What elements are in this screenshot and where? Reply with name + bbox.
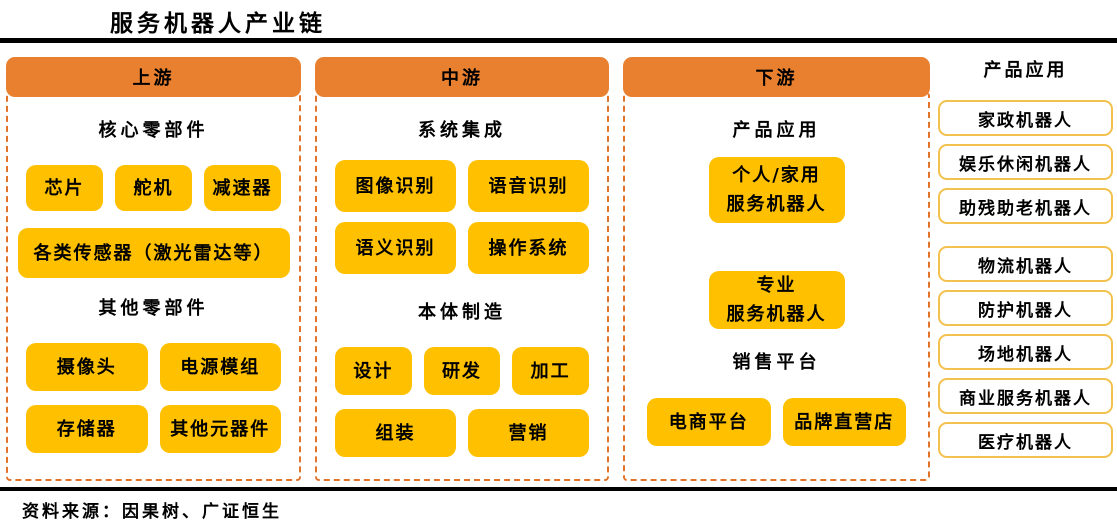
chain-box-storage: 存储器 — [26, 405, 148, 453]
chain-box-camera: 摄像头 — [26, 343, 148, 391]
chain-row: 电商平台 品牌直营店 — [625, 398, 928, 446]
section-label-sales-platform: 销售平台 — [732, 352, 821, 373]
chain-box-image-recognition: 图像识别 — [335, 160, 456, 212]
app-box-medical-robot: 医疗机器人 — [938, 422, 1113, 458]
section-label-core-components: 核心零部件 — [98, 120, 209, 141]
app-box-field-robot: 场地机器人 — [938, 334, 1113, 370]
column-upstream-body: 核心零部件 芯片 舵机 减速器 各类传感器（激光雷达等） 其他零部件 摄像头 电… — [6, 92, 301, 481]
app-box-assistance-robot: 助残助老机器人 — [938, 188, 1113, 224]
column-downstream: 下游 产品应用 个人/家用 服务机器人 专业 服务机器人 销售平台 电商平台 品… — [623, 57, 930, 481]
column-downstream-header: 下游 — [623, 57, 930, 97]
section-label-body-manufacturing: 本体制造 — [418, 302, 506, 323]
app-box-protection-robot: 防护机器人 — [938, 290, 1113, 326]
source-note: 资料来源：因果树、广证恒生 — [22, 502, 282, 522]
chain-row: 设计 研发 加工 — [317, 347, 607, 395]
chain-box-chip: 芯片 — [26, 165, 103, 211]
chain-box-ecommerce-platform: 电商平台 — [647, 398, 771, 446]
chain-box-speech-recognition: 语音识别 — [468, 160, 589, 212]
column-upstream: 上游 核心零部件 芯片 舵机 减速器 各类传感器（激光雷达等） 其他零部件 摄像… — [6, 57, 301, 481]
chain-box-processing: 加工 — [512, 347, 590, 395]
chain-box-marketing: 营销 — [468, 409, 589, 457]
chain-row: 存储器 其他元器件 — [8, 405, 299, 453]
chain-box-brand-store: 品牌直营店 — [782, 398, 906, 446]
applications-header: 产品应用 — [983, 60, 1068, 81]
chain-box-semantic-recognition: 语义识别 — [335, 222, 456, 274]
chain-columns: 上游 核心零部件 芯片 舵机 减速器 各类传感器（激光雷达等） 其他零部件 摄像… — [6, 57, 930, 481]
top-divider — [0, 38, 1117, 43]
chain-box-reducer: 减速器 — [204, 165, 281, 211]
chain-box-operating-system: 操作系统 — [468, 222, 589, 274]
section-label-other-components: 其他零部件 — [98, 298, 209, 319]
chain-box-servo: 舵机 — [115, 165, 192, 211]
section-label-system-integration: 系统集成 — [418, 120, 506, 141]
chain-box-design: 设计 — [335, 347, 412, 395]
column-downstream-body: 产品应用 个人/家用 服务机器人 专业 服务机器人 销售平台 电商平台 品牌直营… — [623, 92, 930, 481]
chain-row: 芯片 舵机 减速器 — [8, 165, 299, 211]
app-box-entertainment-robot: 娱乐休闲机器人 — [938, 144, 1113, 180]
chain-row: 语义识别 操作系统 — [317, 222, 607, 274]
chain-box-assembly: 组装 — [335, 409, 456, 457]
column-midstream-header: 中游 — [315, 57, 609, 97]
figure-title: 服务机器人产业链 — [110, 10, 326, 37]
chain-box-sensors: 各类传感器（激光雷达等） — [17, 228, 290, 278]
app-box-housekeeping-robot: 家政机器人 — [938, 100, 1113, 136]
chain-row: 摄像头 电源模组 — [8, 343, 299, 391]
column-midstream: 中游 系统集成 图像识别 语音识别 语义识别 操作系统 本体制造 设计 研发 加… — [315, 57, 609, 481]
app-box-commercial-service-robot: 商业服务机器人 — [938, 378, 1113, 414]
chain-box-power-module: 电源模组 — [159, 343, 281, 391]
chain-row: 组装 营销 — [317, 409, 607, 457]
chain-box-professional-robot: 专业 服务机器人 — [708, 271, 845, 329]
bottom-divider — [0, 487, 1117, 491]
column-upstream-header: 上游 — [6, 57, 301, 97]
group-spacer — [938, 232, 1113, 246]
chain-box-other-parts: 其他元器件 — [159, 405, 281, 453]
column-midstream-body: 系统集成 图像识别 语音识别 语义识别 操作系统 本体制造 设计 研发 加工 组… — [315, 92, 609, 481]
app-box-logistics-robot: 物流机器人 — [938, 246, 1113, 282]
applications-column: 产品应用 家政机器人 娱乐休闲机器人 助残助老机器人 物流机器人 防护机器人 场… — [938, 57, 1113, 466]
section-label-product-application: 产品应用 — [732, 120, 821, 141]
chain-row: 图像识别 语音识别 — [317, 160, 607, 212]
chain-box-personal-home-robot: 个人/家用 服务机器人 — [708, 157, 845, 223]
chain-box-rnd: 研发 — [423, 347, 501, 395]
